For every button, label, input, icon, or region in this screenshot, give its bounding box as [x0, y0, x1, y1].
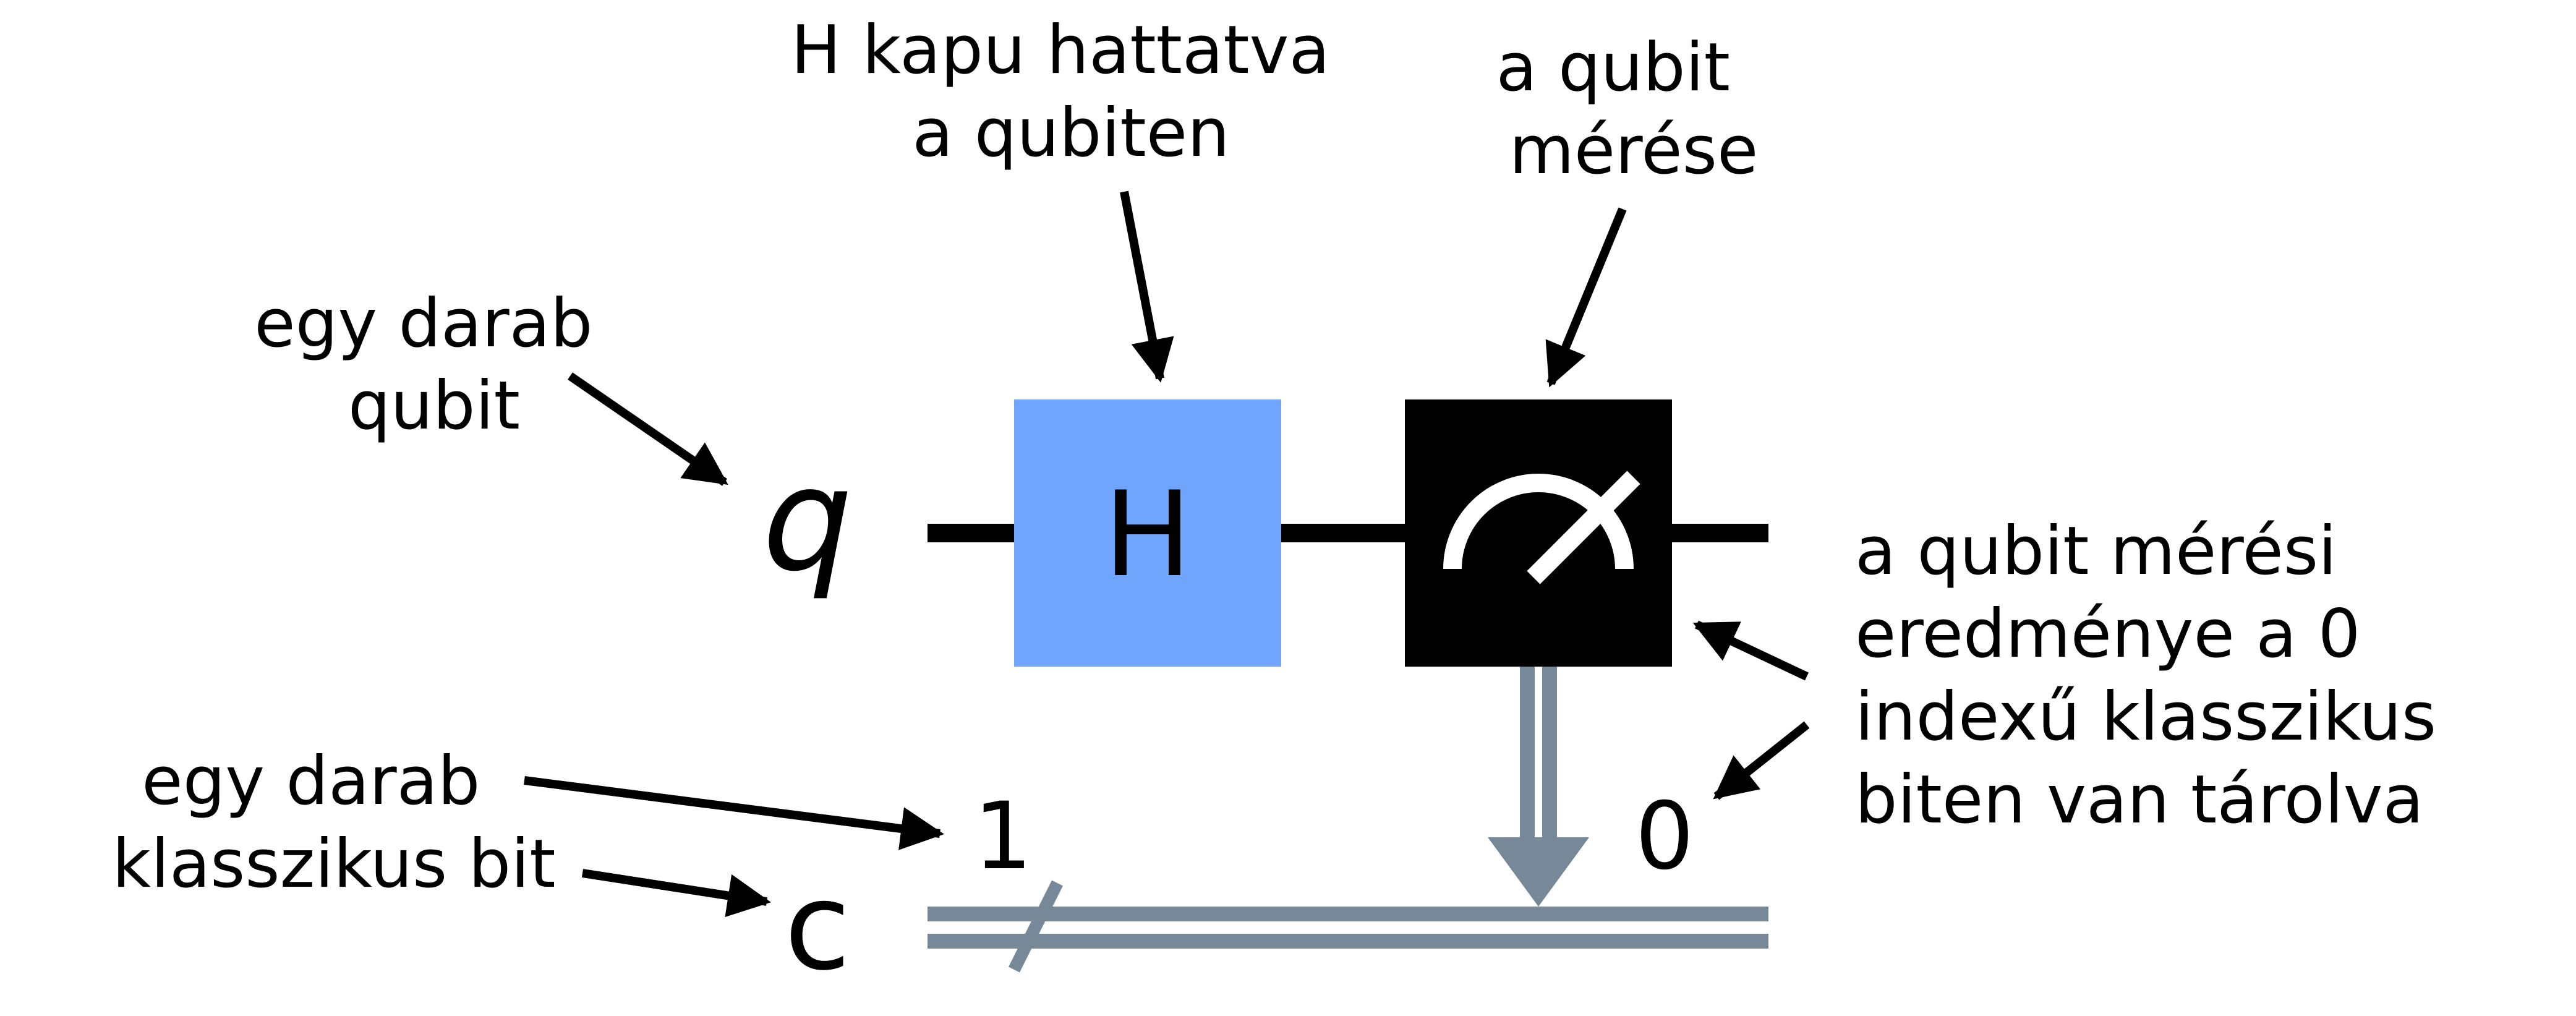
- measurement-link: [1488, 667, 1589, 907]
- meter-icon: [1443, 471, 1640, 584]
- register-size-slash: [1009, 880, 1063, 973]
- annotation-measure-line-2: mérése: [1509, 112, 1759, 189]
- annotation-measure-line-1: a qubit: [1496, 29, 1730, 106]
- annotation-qubit: egy darab qubit: [254, 285, 613, 445]
- classical-register-size: 1: [973, 783, 1032, 890]
- hadamard-gate: H: [1014, 399, 1281, 667]
- measure-gate: [1405, 399, 1672, 667]
- annotation-result-line-4: biten van tárolva: [1855, 761, 2424, 839]
- measurement-arrowhead: [1488, 837, 1589, 907]
- classical-register-label: c: [784, 856, 850, 997]
- annotation-measure: a qubit mérése: [1496, 29, 1759, 189]
- annotation-classical-bit: egy darab klasszikus bit: [112, 743, 555, 903]
- annotation-result-line-1: a qubit mérési: [1855, 513, 2337, 590]
- arrow-measure: [1545, 207, 1627, 388]
- annotation-classical-bit-line-2: klasszikus bit: [112, 826, 555, 903]
- annotation-qubit-line-2: qubit: [348, 367, 520, 445]
- annotation-result-line-2: eredménye a 0: [1855, 596, 2361, 673]
- arrow-result-bit: [1713, 721, 1810, 800]
- hadamard-gate-label: H: [1104, 466, 1192, 603]
- classical-wire: [928, 907, 1768, 949]
- arrow-classical-register: [581, 869, 771, 917]
- annotation-qubit-line-1: egy darab: [254, 285, 592, 362]
- arrow-qubit: [568, 372, 728, 486]
- measurement-target-index: 0: [1635, 783, 1694, 890]
- arrow-result-gate: [1692, 620, 1809, 681]
- annotation-classical-bit-line-1: egy darab: [142, 743, 480, 820]
- annotation-result-line-3: indexű klasszikus: [1855, 678, 2436, 756]
- annotation-hadamard-line-2: a qubiten: [912, 95, 1229, 172]
- quantum-register-label: q: [762, 438, 853, 603]
- annotation-hadamard-line-1: H kapu hattatva: [791, 12, 1330, 89]
- annotation-hadamard: H kapu hattatva a qubiten: [791, 12, 1351, 172]
- arrow-hadamard: [1120, 190, 1174, 383]
- annotation-result: a qubit mérési eredménye a 0 indexű klas…: [1855, 513, 2458, 839]
- arrow-classical-size: [524, 776, 944, 850]
